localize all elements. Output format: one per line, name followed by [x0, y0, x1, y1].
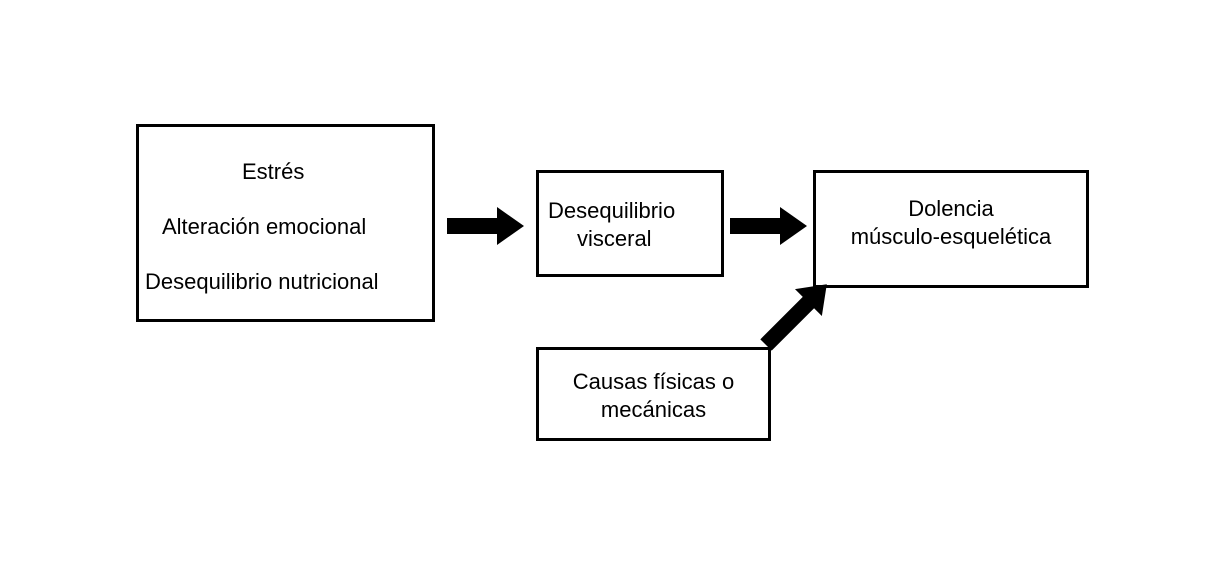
arrow-causes-to-visceral [447, 207, 524, 245]
node-line-stress: Estrés [242, 159, 305, 184]
node-line-nutritional-imbalance: Desequilibrio nutricional [145, 269, 379, 294]
node-line-imbalance: Desequilibrio [548, 198, 676, 223]
node-line-physical-causes: Causas físicas o [572, 369, 735, 394]
node-line-ailment: Dolencia [908, 196, 994, 221]
node-physical-causes: Causas físicas o mecánicas [536, 347, 771, 441]
node-line-emotional-alteration: Alteración emocional [162, 214, 367, 239]
node-line-visceral: visceral [577, 226, 652, 251]
arrow-fisicas-to-dolencia [760, 284, 827, 351]
node-musculoskeletal-ailment: Dolencia músculo-esquelética [813, 170, 1089, 288]
node-line-musculoskeletal: músculo-esquelética [850, 224, 1052, 249]
node-line-mechanical: mecánicas [600, 397, 707, 422]
arrow-visceral-to-dolencia [730, 207, 807, 245]
node-stress-causes: Estrés Alteración emocional Desequilibri… [136, 124, 435, 322]
node-visceral-imbalance: Desequilibrio visceral [536, 170, 724, 277]
